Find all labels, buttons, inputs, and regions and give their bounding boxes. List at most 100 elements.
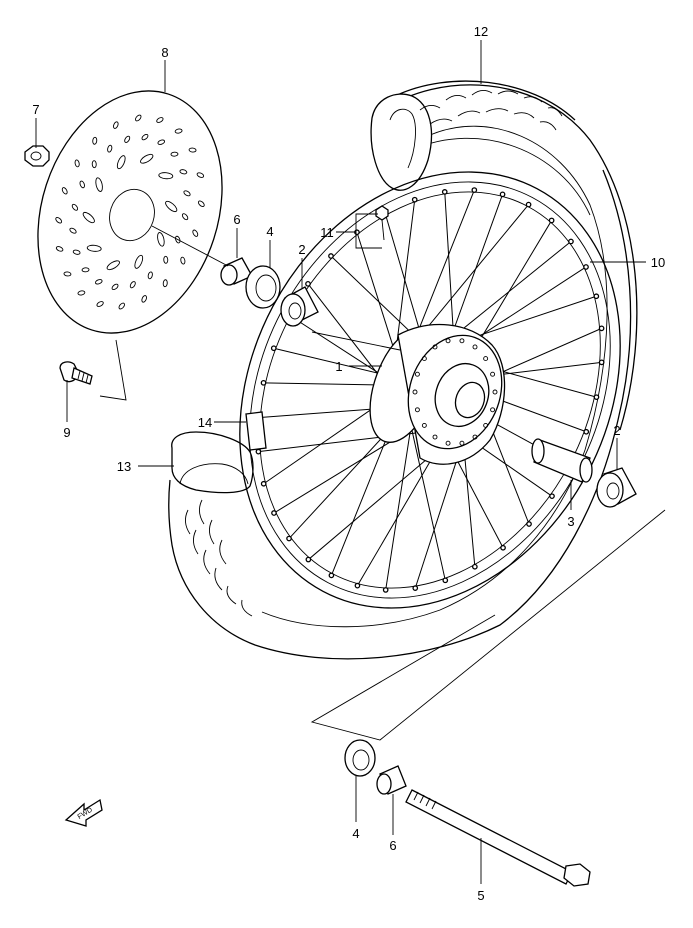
callout-4: 4	[266, 224, 273, 239]
spoke-nipple	[525, 201, 532, 208]
spoke-nipple	[271, 510, 277, 516]
spoke-nipple	[305, 280, 311, 287]
hub-spoke-hole	[445, 338, 451, 344]
spoke-nipple	[442, 577, 449, 584]
spoke-nipple	[471, 563, 478, 570]
disc-cutout	[55, 217, 63, 224]
spoke-nipple	[583, 264, 589, 270]
callout-12: 12	[474, 24, 488, 39]
disc-cutout	[157, 139, 166, 145]
spoke-nipple	[568, 238, 574, 245]
disc-cutout	[175, 235, 181, 244]
spoke-nipple	[583, 428, 590, 435]
disc-cutout	[63, 271, 72, 277]
collar	[531, 438, 593, 483]
spoke-nipple	[500, 544, 506, 551]
callout-3: 3	[567, 514, 574, 529]
callout-2: 2	[298, 242, 305, 257]
spoke-nipple	[305, 556, 312, 563]
rim-band-tab	[245, 411, 267, 451]
hub-spoke-hole	[483, 422, 489, 428]
hub-spoke-hole	[472, 344, 478, 350]
disc-cutout	[196, 172, 205, 178]
hub-spoke-hole	[414, 371, 420, 377]
axle	[405, 789, 591, 887]
disc-cutout	[72, 249, 81, 255]
disc-cutout	[157, 232, 165, 247]
hub-spoke-hole	[421, 356, 427, 362]
disc-cutout	[183, 190, 191, 197]
disc-cutout	[81, 267, 90, 273]
bolt	[59, 361, 93, 385]
callout-5: 5	[477, 888, 484, 903]
disc-cutout	[147, 271, 153, 280]
disc-cutout	[69, 227, 77, 234]
disc-cutout	[140, 153, 154, 164]
disc-cutout	[170, 151, 179, 157]
spoke-nipple	[354, 582, 361, 589]
spoke-nipple	[270, 345, 277, 352]
assembly-lines	[99, 225, 666, 741]
disc-cutout	[61, 187, 68, 195]
disc-cutout	[163, 255, 169, 264]
valve	[375, 205, 389, 241]
disc-cutout	[94, 279, 103, 285]
callout-7: 7	[32, 102, 39, 117]
disc-cutout	[79, 180, 85, 189]
spoke-nipple	[593, 293, 600, 300]
callout-1: 1	[335, 359, 342, 374]
disc-cutout	[116, 155, 126, 170]
disc-cutout	[71, 203, 79, 211]
spoke-nipple	[382, 587, 389, 593]
hub-spoke-hole	[432, 434, 438, 440]
spoke	[273, 347, 393, 378]
callout-9: 9	[63, 425, 70, 440]
spoke-nipple	[598, 359, 605, 366]
spoke	[356, 232, 399, 363]
hub-spoke-hole	[459, 440, 465, 446]
disc-cutout	[118, 302, 125, 310]
spoke-nipple	[499, 191, 506, 198]
bearing-top	[280, 286, 319, 327]
hub	[369, 323, 506, 465]
hub-spoke-hole	[432, 344, 438, 350]
oil-seal-bottom	[344, 739, 376, 777]
spoke-nipple	[260, 379, 267, 386]
disc-cutout	[197, 200, 205, 207]
hub-spoke-hole	[483, 356, 489, 362]
callout-labels: 12 8 7 6 4 2 11 10 1 9 14 13 2 3 4 6 5	[32, 24, 665, 903]
disc-cutout	[91, 160, 97, 169]
disc-cutout	[134, 254, 144, 269]
spoke-nipple	[593, 394, 600, 401]
callout-4-bottom: 4	[352, 826, 359, 841]
spoke-nipple	[412, 585, 419, 591]
disc-cutout	[106, 260, 120, 271]
hub-spoke-hole	[412, 389, 418, 395]
callout-11: 11	[320, 225, 334, 240]
disc-cutout	[96, 301, 104, 307]
disc-cutout	[55, 246, 64, 252]
disc-cutout	[141, 133, 149, 141]
spoke-nipple	[598, 325, 605, 332]
disc-cutout	[165, 200, 178, 213]
spoke-nipple	[328, 253, 334, 259]
disc-cutout	[158, 172, 174, 180]
brake-disc	[37, 90, 223, 334]
disc-cutout	[180, 256, 186, 265]
hub-spoke-hole	[414, 407, 420, 413]
disc-cutout	[124, 135, 131, 143]
callout-10: 10	[651, 255, 665, 270]
callout-2-right: 2	[613, 423, 620, 438]
spoke-nipple	[548, 217, 555, 224]
spoke-nipple	[411, 196, 418, 203]
disc-cutout	[135, 114, 142, 122]
disc-cutout	[156, 117, 164, 123]
disc-cutout	[179, 169, 188, 175]
spacer-bottom	[376, 765, 407, 795]
disc-cutout	[174, 128, 183, 134]
callout-14: 14	[198, 415, 212, 430]
disc-cutout	[181, 213, 189, 221]
leader-lines	[35, 40, 646, 884]
oil-seal-top	[245, 265, 281, 309]
